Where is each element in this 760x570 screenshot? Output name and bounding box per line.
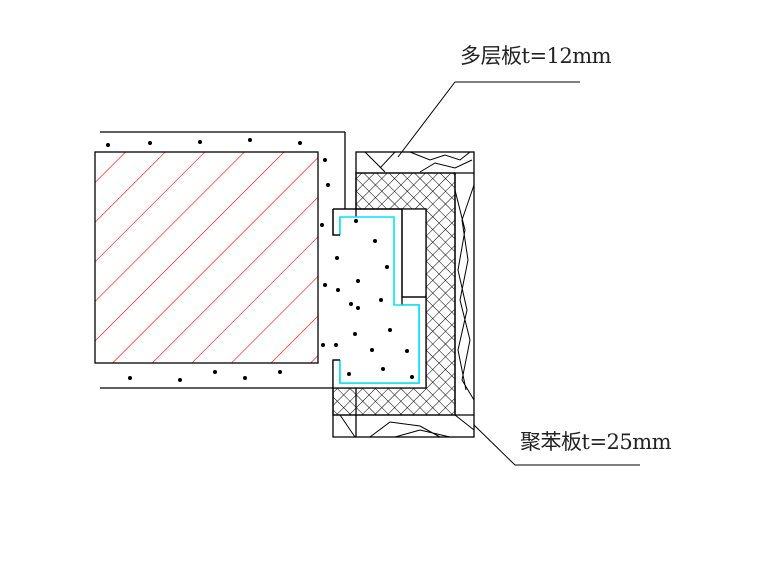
label-plywood: 多层板t=12mm [460,44,612,68]
wood-grain [339,151,475,438]
leader-top [397,81,580,158]
wall-render [100,131,346,389]
aggregate-dots [106,138,414,382]
wall-core [94,151,319,364]
channel-cyan [339,216,420,384]
leader-bottom [473,424,640,466]
label-polystyrene: 聚苯板t=25mm [520,430,672,454]
